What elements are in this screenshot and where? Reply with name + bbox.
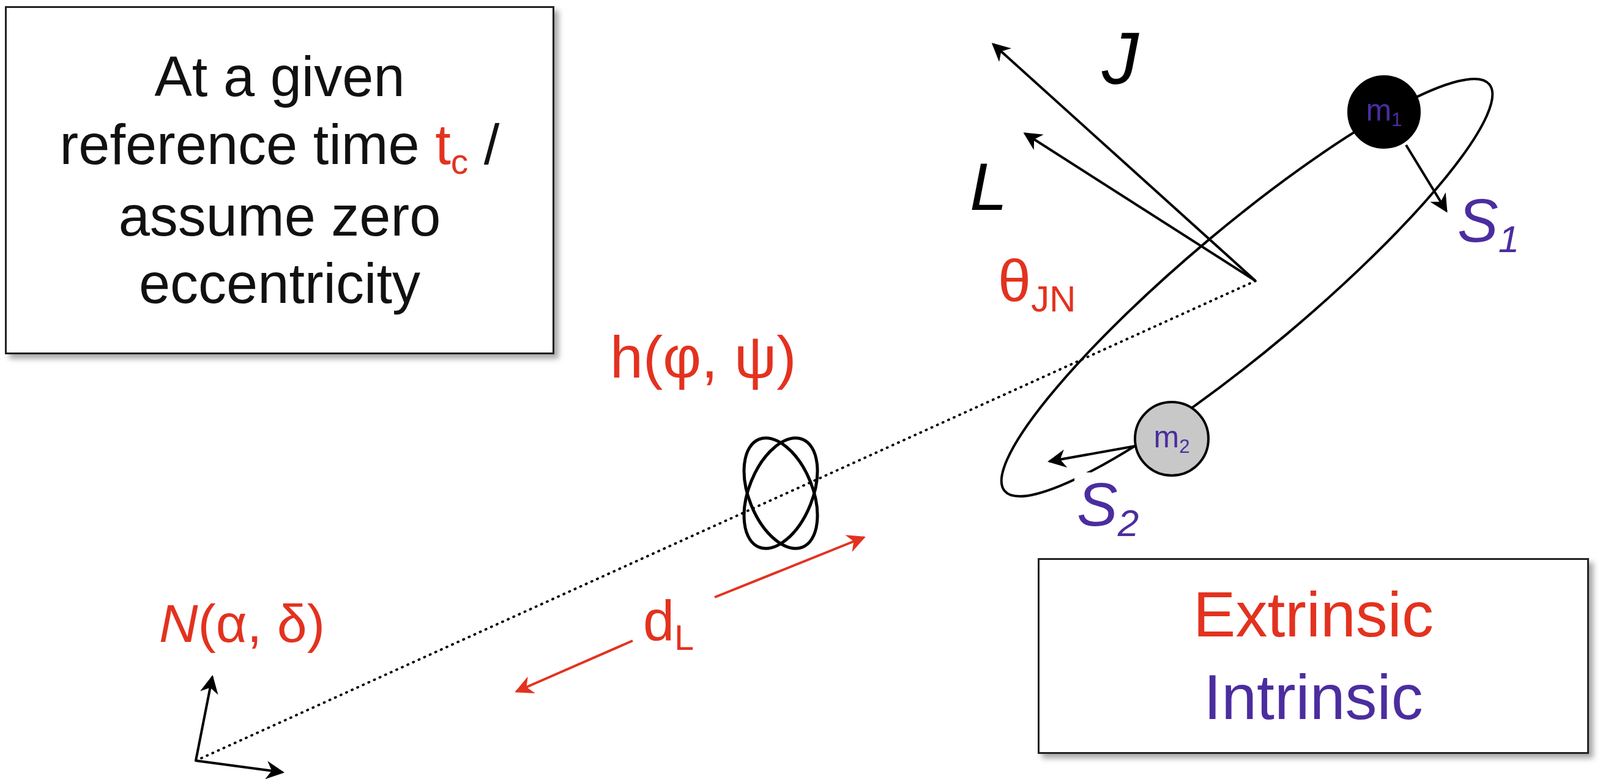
distance-arrow [516,640,633,692]
mass-circle: m2 [1133,400,1210,477]
distance-label: dL [643,592,694,656]
angle-label: θJN [997,250,1076,318]
vector-label: J [1101,21,1139,95]
spin-arrow [1049,446,1135,462]
mass-circle: m1 [1347,75,1421,149]
legend-text: Extrinsic [1193,578,1434,650]
waveform-label: h(φ, ψ) [610,327,797,387]
axis-arrow [195,760,283,773]
legend-entry: Intrinsic [1203,655,1423,739]
legend-entry: Extrinsic [1193,573,1434,656]
spin-label: S1 [1457,189,1520,259]
spin-label: S2 [1074,472,1142,544]
orbital-angular-momentum-arrow [1024,133,1256,281]
mass-label: m1 [1366,94,1403,130]
earth: N(α, δ) [0,505,491,779]
legend-box: ExtrinsicIntrinsic [1037,558,1589,754]
note-box: At a given reference time tc / assume ze… [4,6,555,355]
axis-arrow [195,676,213,761]
wave-symbol [729,427,833,559]
sky-position-label: N(α, δ) [159,596,325,651]
wave-symbol [729,427,833,559]
note-text: At a given reference time tc / assume ze… [40,42,519,318]
spin-arrow [1406,145,1447,212]
legend-text: Intrinsic [1203,661,1423,733]
orbit [965,37,1530,538]
mass-label: m2 [1153,421,1191,456]
vector-label: L [969,152,1008,221]
